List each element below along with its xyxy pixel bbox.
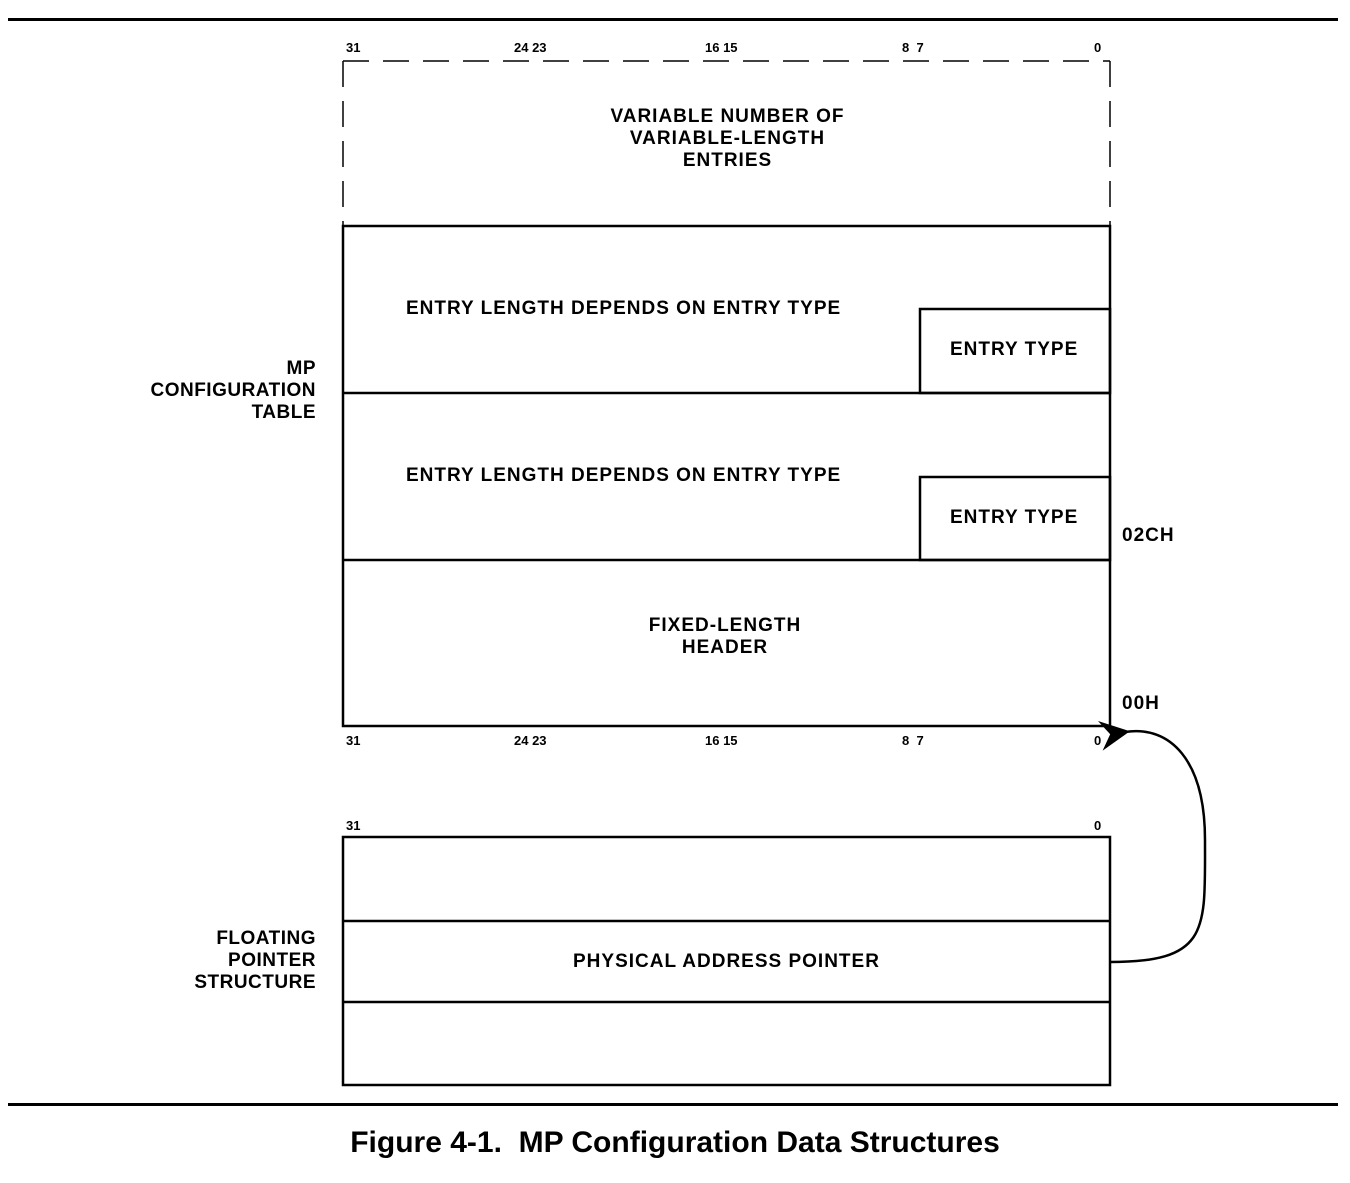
header-line-2: HEADER [681,637,769,658]
mp-table-side-label: MP CONFIGURATION TABLE [100,358,316,424]
variable-entries-line-3: ENTRIES [682,150,773,171]
fp-side-line-2: POINTER [228,950,316,971]
bit-label-8-7-mid: 8 7 [902,733,924,748]
mp-table-box [341,224,1112,728]
bit-label-24-23-mid: 24 23 [514,733,547,748]
bit-label-31-mid: 31 [346,733,361,748]
bit-label-24-23-top: 24 23 [514,40,547,55]
fp-side-line-1: FLOATING [216,928,316,949]
offset-00h: 00H [1122,693,1160,714]
bit-label-8-7-top: 8 7 [902,40,924,55]
header-line-1: FIXED-LENGTH [648,615,802,636]
physical-address-pointer-label: PHYSICAL ADDRESS POINTER [573,951,880,972]
figure-caption: Figure 4-1. MP Configuration Data Struct… [350,1126,1000,1159]
floating-pointer-side-label: FLOATING POINTER STRUCTURE [100,928,316,994]
entry-1-type: ENTRY TYPE [950,339,1079,360]
bit-label-0-mid: 0 [1094,733,1102,748]
variable-entries-line-2: VARIABLE-LENGTH [629,128,826,149]
entry-type-box-1 [918,307,1112,395]
offset-02ch: 02CH [1122,525,1175,546]
entry-1-description: ENTRY LENGTH DEPENDS ON ENTRY TYPE [406,298,842,319]
variable-entries-line-1: VARIABLE NUMBER OF [610,106,845,127]
bit-label-31-fp: 31 [346,818,361,833]
bit-label-0-fp: 0 [1094,818,1102,833]
mp-table-side-line-3: TABLE [251,402,316,423]
pointer-arrow [1098,720,1207,964]
bit-label-0-top: 0 [1094,40,1102,55]
entry-2-description: ENTRY LENGTH DEPENDS ON ENTRY TYPE [406,465,842,486]
variable-entries-box [342,60,1111,226]
mp-table-side-line-1: MP [286,358,316,379]
variable-entries-label: VARIABLE NUMBER OF VARIABLE-LENGTH ENTRI… [580,106,875,172]
entry-2-type: ENTRY TYPE [950,507,1079,528]
bottom-rule [8,1103,1338,1106]
bit-label-16-15-top: 16 15 [705,40,738,55]
bit-label-16-15-mid: 16 15 [705,733,738,748]
bit-label-31-top: 31 [346,40,361,55]
fp-side-line-3: STRUCTURE [194,972,316,993]
entry-type-box-2 [918,475,1112,562]
fixed-length-header-label: FIXED-LENGTH HEADER [600,615,850,659]
mp-table-side-line-2: CONFIGURATION [150,380,316,401]
top-rule [8,18,1338,21]
